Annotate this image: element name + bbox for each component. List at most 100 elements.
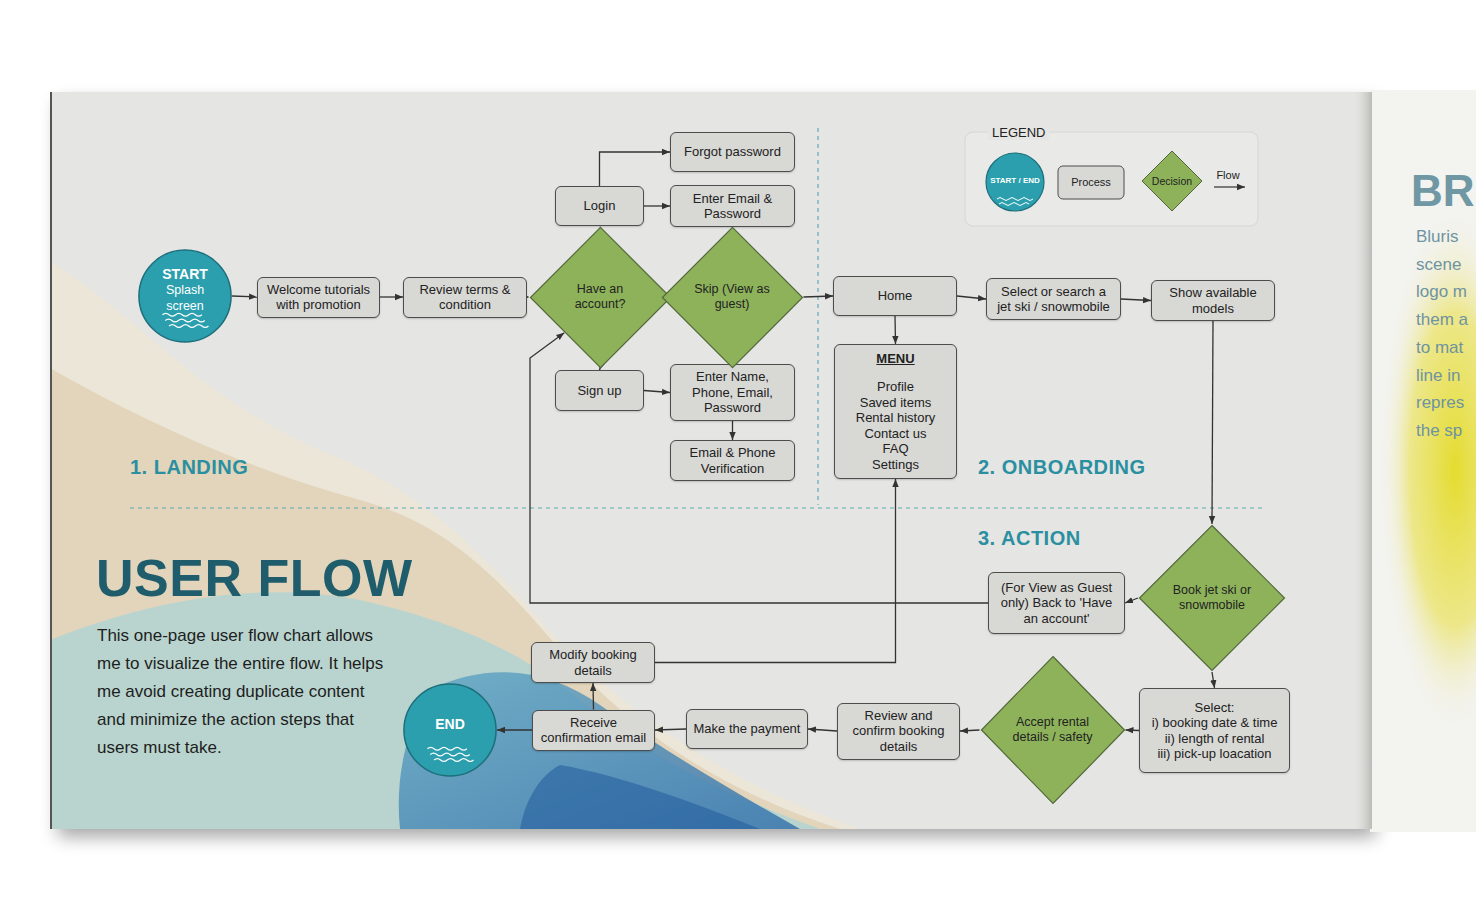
diamond-outline	[662, 227, 802, 367]
node-inner: Book jet ski or snowmobile	[1138, 524, 1286, 672]
node-text-group: Book jet ski or snowmobile	[1161, 583, 1263, 614]
decision-diamond: Have an account?	[529, 226, 672, 369]
node-text-group: Enter Name, Phone, Email, Password	[677, 369, 788, 416]
node-text-group: Enter Email & Password	[677, 191, 788, 222]
wave-mark	[434, 759, 473, 762]
flow-arrow	[1121, 299, 1151, 301]
wave-mark	[430, 753, 469, 756]
node-inner: Home	[834, 277, 956, 315]
decision-diamond: Skip (View as guest)	[661, 226, 804, 369]
node-text: Saved items	[856, 395, 935, 411]
legend-wave	[999, 203, 1029, 206]
node-inner: Review and confirm booking details	[838, 704, 959, 759]
wave-mark	[165, 319, 204, 322]
page-fragment: scene	[1416, 255, 1461, 275]
flow-arrow	[1212, 672, 1215, 688]
node-text: (For View as Guest only) Back to 'Have a…	[995, 580, 1118, 627]
legend-label: Flow	[1216, 169, 1239, 182]
left-page	[50, 92, 1372, 829]
node-text: Review terms & condition	[410, 282, 520, 313]
node-text: Enter Name, Phone, Email, Password	[677, 369, 788, 416]
process-box: (For View as Guest only) Back to 'Have a…	[988, 572, 1125, 634]
process-box: Enter Name, Phone, Email, Password	[670, 364, 795, 421]
flow-arrow	[644, 205, 670, 206]
yellow-watercolor	[1380, 210, 1476, 730]
legend-decision	[1142, 151, 1202, 211]
node-inner: STARTSplash screen	[138, 249, 232, 343]
node-text-group: Sign up	[577, 383, 621, 399]
node-inner: Select:i) booking date & timeii) length …	[1140, 689, 1289, 772]
node-text: ii) length of rental	[1152, 731, 1278, 747]
gutter-shade	[1352, 92, 1372, 829]
node-text: Splash screen	[146, 283, 225, 314]
node-text: START	[146, 266, 225, 283]
node-inner: (For View as Guest only) Back to 'Have a…	[989, 573, 1124, 633]
flow-arrow	[808, 729, 837, 731]
node-text: END	[435, 716, 465, 733]
legend-wave	[997, 198, 1033, 201]
node-inner: Forgot password	[671, 133, 794, 171]
node-text: Make the payment	[694, 721, 801, 737]
node-inner: Enter Name, Phone, Email, Password	[671, 365, 794, 420]
section-label: 1. LANDING	[130, 456, 248, 479]
section-divider	[817, 128, 818, 505]
node-text-group: STARTSplash screen	[146, 266, 225, 314]
process-box: Enter Email & Password	[670, 185, 795, 227]
node-text-group: Skip (View as guest)	[684, 282, 781, 313]
section-label: 3. ACTION	[978, 527, 1081, 550]
blue-wash	[399, 672, 800, 829]
node-text: Profile	[856, 379, 935, 395]
node-inner: Review terms & condition	[404, 278, 526, 317]
node-text-group: Select:i) booking date & timeii) length …	[1152, 700, 1278, 762]
process-box: Select:i) booking date & timeii) length …	[1139, 688, 1290, 773]
legend-process	[1058, 166, 1124, 199]
process-box: Modify booking details	[531, 642, 655, 683]
node-text-group: Modify booking details	[538, 647, 648, 678]
beige-wave	[50, 368, 840, 829]
flow-arrow	[960, 730, 980, 731]
node-text-group: Show available models	[1158, 285, 1268, 316]
diamond-outline	[530, 227, 670, 367]
node-text-group: Welcome tutorials with promotion	[264, 282, 373, 313]
node-text: Login	[584, 198, 616, 214]
title: USER FLOW	[96, 548, 412, 608]
circle-outline	[139, 250, 231, 342]
decision-diamond: Accept rental details / safety	[980, 655, 1126, 805]
page-fragment: them a	[1416, 310, 1468, 330]
deep-blue-wash	[520, 765, 760, 829]
flow-arrow	[804, 296, 834, 297]
legend-label: Process	[1071, 176, 1111, 189]
page-fragment: to mat	[1416, 338, 1463, 358]
node-text: i) booking date & time	[1152, 715, 1278, 731]
node-inner: Make the payment	[687, 710, 807, 748]
flow-arrow	[894, 316, 896, 344]
legend-label-box: START / END	[990, 165, 1040, 195]
caption: This one-page user flow chart allows me …	[97, 622, 397, 762]
legend-box	[965, 132, 1258, 226]
node-inner: Accept rental details / safety	[980, 655, 1126, 805]
legend-flow	[1214, 186, 1245, 187]
process-box: Sign up	[555, 370, 644, 411]
process-box: Review and confirm booking details	[837, 703, 960, 760]
diamond-outline	[981, 657, 1124, 804]
node-text-group: Receive confirmation email	[539, 715, 648, 746]
node-inner: Skip (View as guest)	[661, 226, 804, 369]
node-inner: Have an account?	[529, 226, 672, 369]
node-text: Contact us	[856, 426, 935, 442]
flow-arrow	[655, 729, 686, 730]
process-box: Select or search a jet ski / snowmobile	[986, 278, 1121, 320]
process-box: Forgot password	[670, 132, 795, 172]
flow-arrow	[527, 296, 529, 297]
node-text: Book jet ski or snowmobile	[1161, 583, 1263, 614]
page-fragment: logo m	[1416, 282, 1467, 302]
legend-terminal	[986, 153, 1044, 211]
node-inner: MENUProfileSaved itemsRental historyCont…	[835, 345, 956, 478]
flow-arrow	[530, 333, 988, 603]
flow-arrow	[1125, 598, 1138, 603]
flow-arrow	[600, 152, 671, 186]
page-fragment: line in	[1416, 366, 1460, 386]
node-text-group: MENUProfileSaved itemsRental historyCont…	[856, 351, 935, 473]
node-text: FAQ	[856, 441, 935, 457]
node-text-group: Login	[584, 198, 616, 214]
